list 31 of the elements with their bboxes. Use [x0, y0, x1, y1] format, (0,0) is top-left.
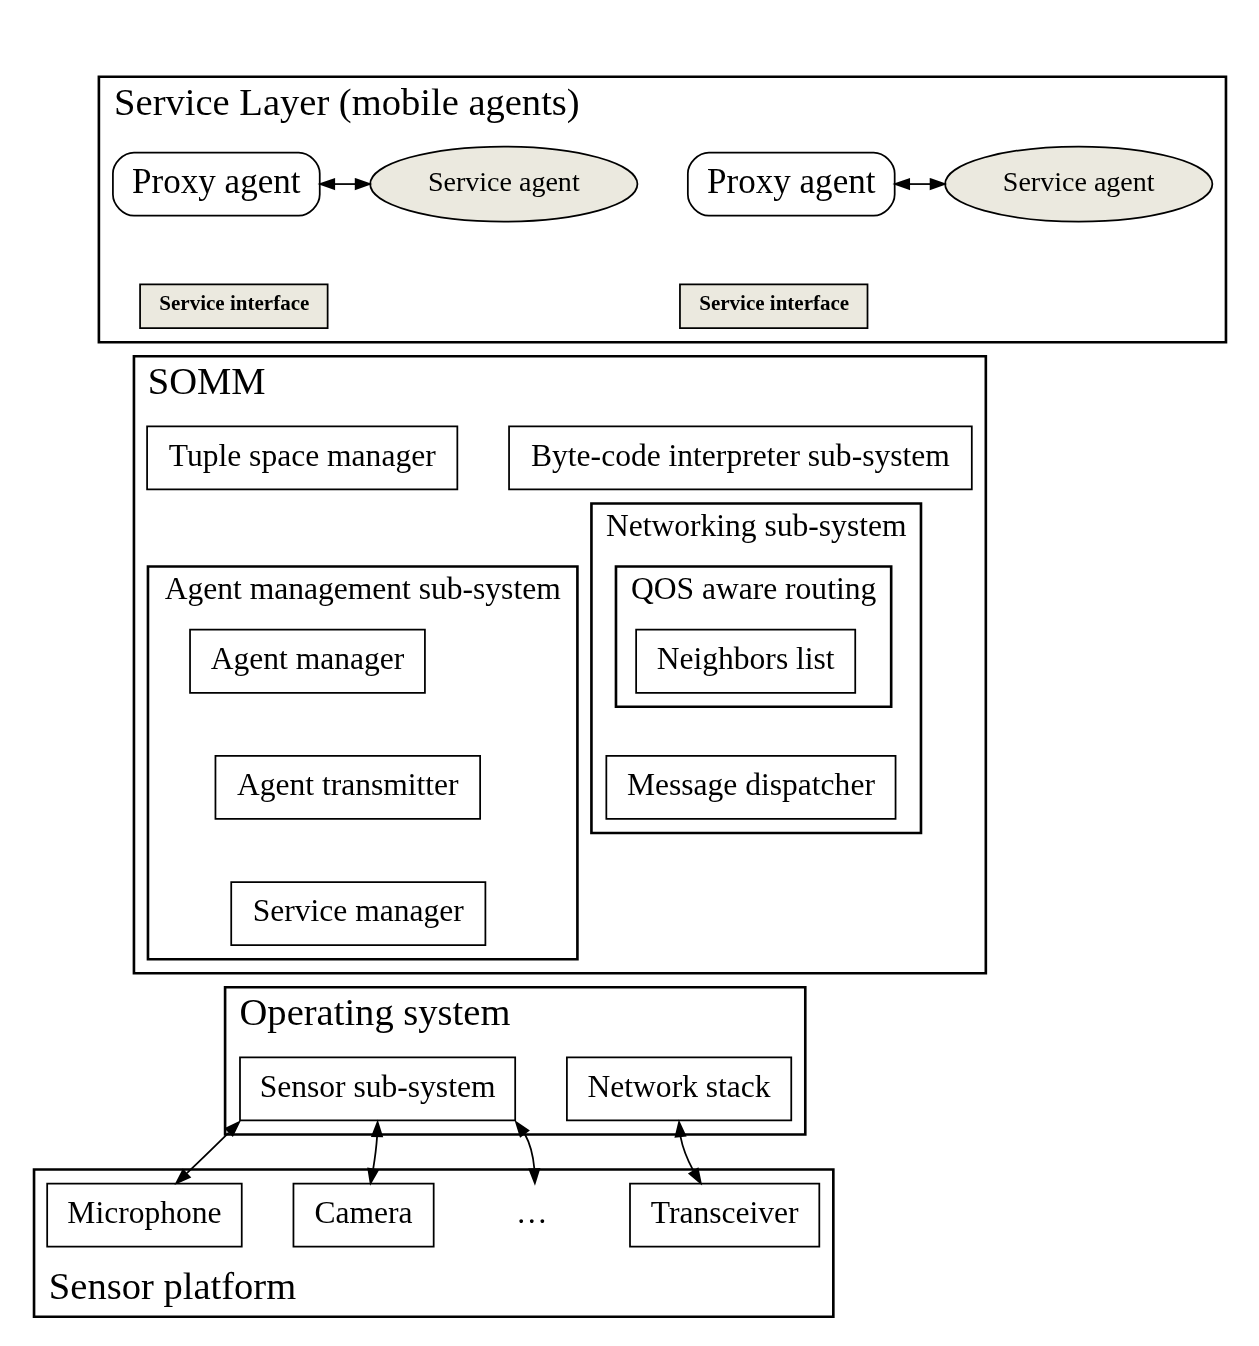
node-label: Sensor platform: [48, 1264, 296, 1307]
node-box: Service interface: [678, 283, 868, 330]
arrow: [317, 177, 372, 191]
node-box: Agent transmitter: [214, 755, 481, 820]
node-box: Sensor sub-system: [238, 1056, 516, 1122]
cluster: [132, 354, 987, 975]
node-box: Agent manager: [188, 628, 426, 694]
node-text: …: [515, 1194, 548, 1230]
node-box: Service manager: [229, 881, 486, 947]
node-label: Service Layer (mobile agents): [113, 80, 580, 123]
node-box: Proxy agent: [111, 151, 321, 217]
arrow: [673, 1119, 702, 1186]
arrow: [514, 1120, 540, 1186]
arrow: [366, 1119, 383, 1186]
node-box: Neighbors list: [634, 628, 856, 694]
node-box: Service interface: [138, 283, 328, 330]
cluster: [97, 75, 1227, 344]
node-box: Byte-code interpreter sub-system: [507, 425, 973, 491]
node-ellipse: Service agent: [368, 145, 638, 223]
node-ellipse: Service agent: [943, 145, 1213, 223]
node-label: Operating system: [239, 991, 510, 1034]
node-box: Microphone: [45, 1182, 243, 1248]
node-box: Camera: [292, 1182, 435, 1248]
node-box: Tuple space manager: [145, 425, 458, 491]
node-box: Transceiver: [628, 1182, 820, 1248]
arrow: [892, 177, 947, 191]
arrow: [173, 1120, 241, 1186]
node-box: Network stack: [565, 1056, 792, 1122]
node-box: Message dispatcher: [604, 755, 896, 820]
node-box: Proxy agent: [686, 151, 896, 217]
node-label: SOMM: [147, 360, 266, 403]
